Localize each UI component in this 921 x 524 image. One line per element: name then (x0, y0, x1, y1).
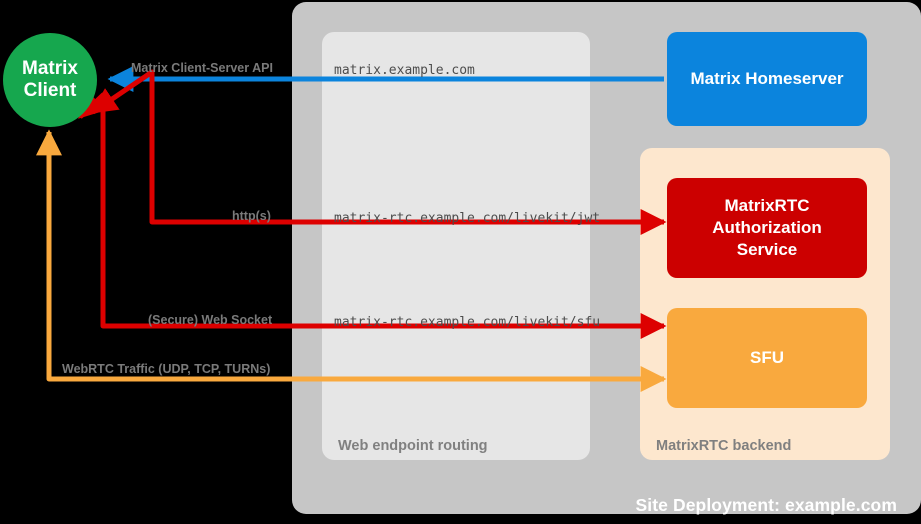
web-endpoint-routing-container (322, 32, 590, 460)
label-webrtc-traffic: WebRTC Traffic (UDP, TCP, TURNs) (62, 362, 271, 376)
web-endpoint-routing-label: Web endpoint routing (338, 438, 488, 454)
label-matrix-client-server-api: Matrix Client-Server API (131, 61, 273, 75)
node-sfu[interactable]: SFU (667, 308, 867, 408)
auth-service-label-line1: MatrixRTC (724, 195, 810, 215)
auth-service-label-line3: Service (736, 240, 798, 260)
node-matrix-homeserver[interactable]: Matrix Homeserver (667, 32, 867, 126)
label-https: http(s) (232, 209, 271, 223)
sfu-label: SFU (750, 348, 784, 367)
label-secure-web-socket: (Secure) Web Socket (148, 313, 273, 327)
node-matrix-client[interactable]: Matrix Client (3, 33, 97, 127)
endpoint-livekit-sfu: matrix-rtc.example.com/livekit/sfu (334, 315, 601, 330)
matrix-client-label-line2: Client (23, 80, 77, 101)
endpoint-matrix-example-com: matrix.example.com (334, 63, 475, 78)
auth-service-label-line2: Authorization (712, 217, 822, 237)
site-deployment-label: Site Deployment: example.com (635, 495, 897, 515)
node-matrixrtc-authorization-service[interactable]: MatrixRTC Authorization Service (667, 178, 867, 278)
matrix-homeserver-label: Matrix Homeserver (690, 69, 844, 88)
matrix-client-label-line1: Matrix (22, 57, 78, 79)
matrixrtc-backend-label: MatrixRTC backend (656, 438, 792, 454)
endpoint-livekit-jwt: matrix-rtc.example.com/livekit/jwt (334, 211, 601, 226)
